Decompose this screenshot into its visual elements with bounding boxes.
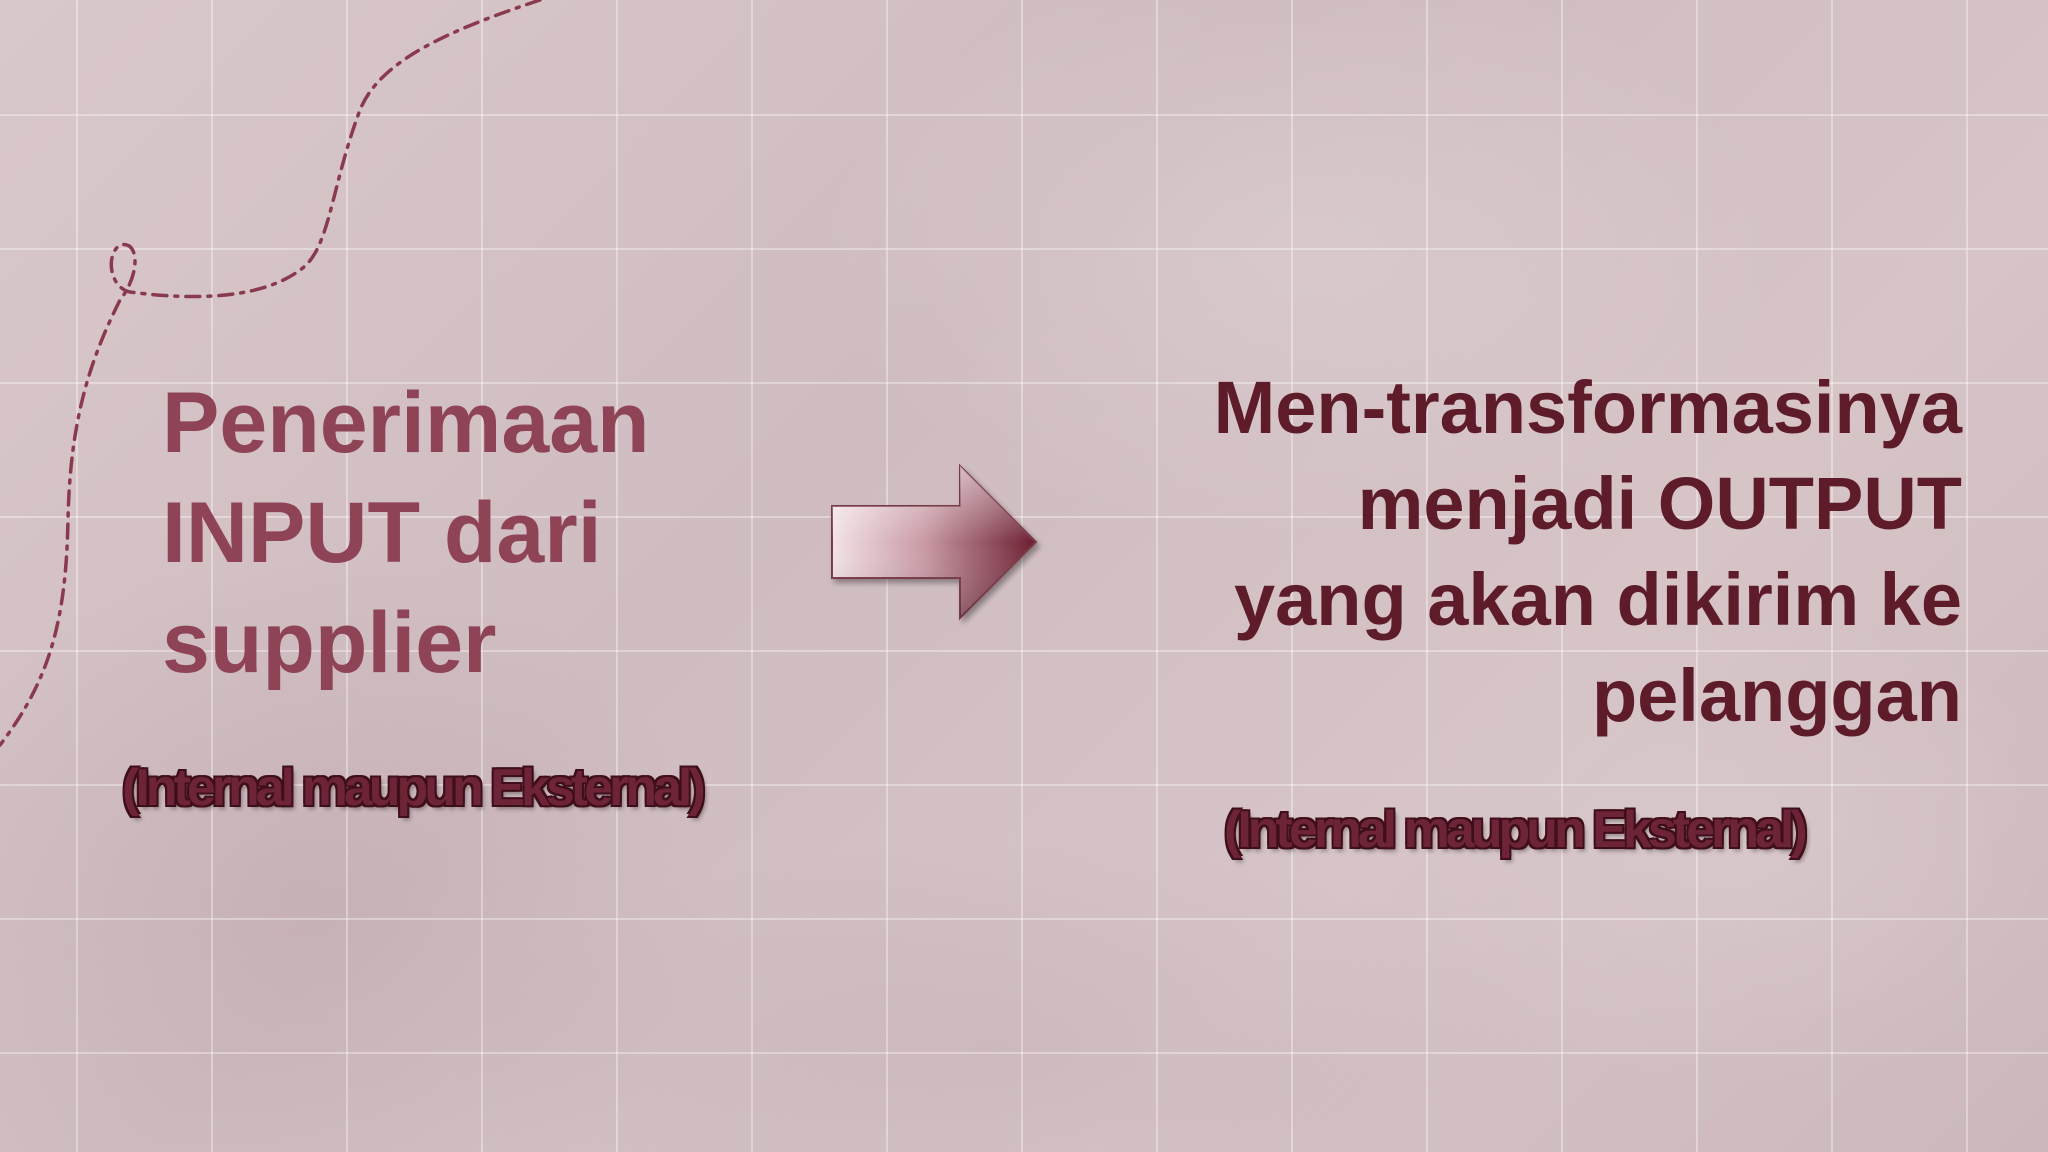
input-note: (Internal maupun Eksternal) xyxy=(122,759,706,817)
input-text-block: Penerimaan INPUT dari supplier xyxy=(162,368,802,698)
output-line-4: pelanggan xyxy=(1591,654,1962,737)
output-line-2: menjadi OUTPUT xyxy=(1357,462,1962,545)
input-line-2: INPUT dari xyxy=(162,485,602,581)
input-line-3: supplier xyxy=(162,595,497,691)
output-line-1: Men-transformasinya xyxy=(1213,366,1962,449)
output-note: (Internal maupun Eksternal) xyxy=(1224,801,1808,859)
output-text-block: Men-transformasinya menjadi OUTPUT yang … xyxy=(1062,360,1962,744)
arrow-right-icon xyxy=(831,463,1038,621)
input-line-1: Penerimaan xyxy=(162,375,650,471)
output-line-3: yang akan dikirim ke xyxy=(1233,558,1962,641)
